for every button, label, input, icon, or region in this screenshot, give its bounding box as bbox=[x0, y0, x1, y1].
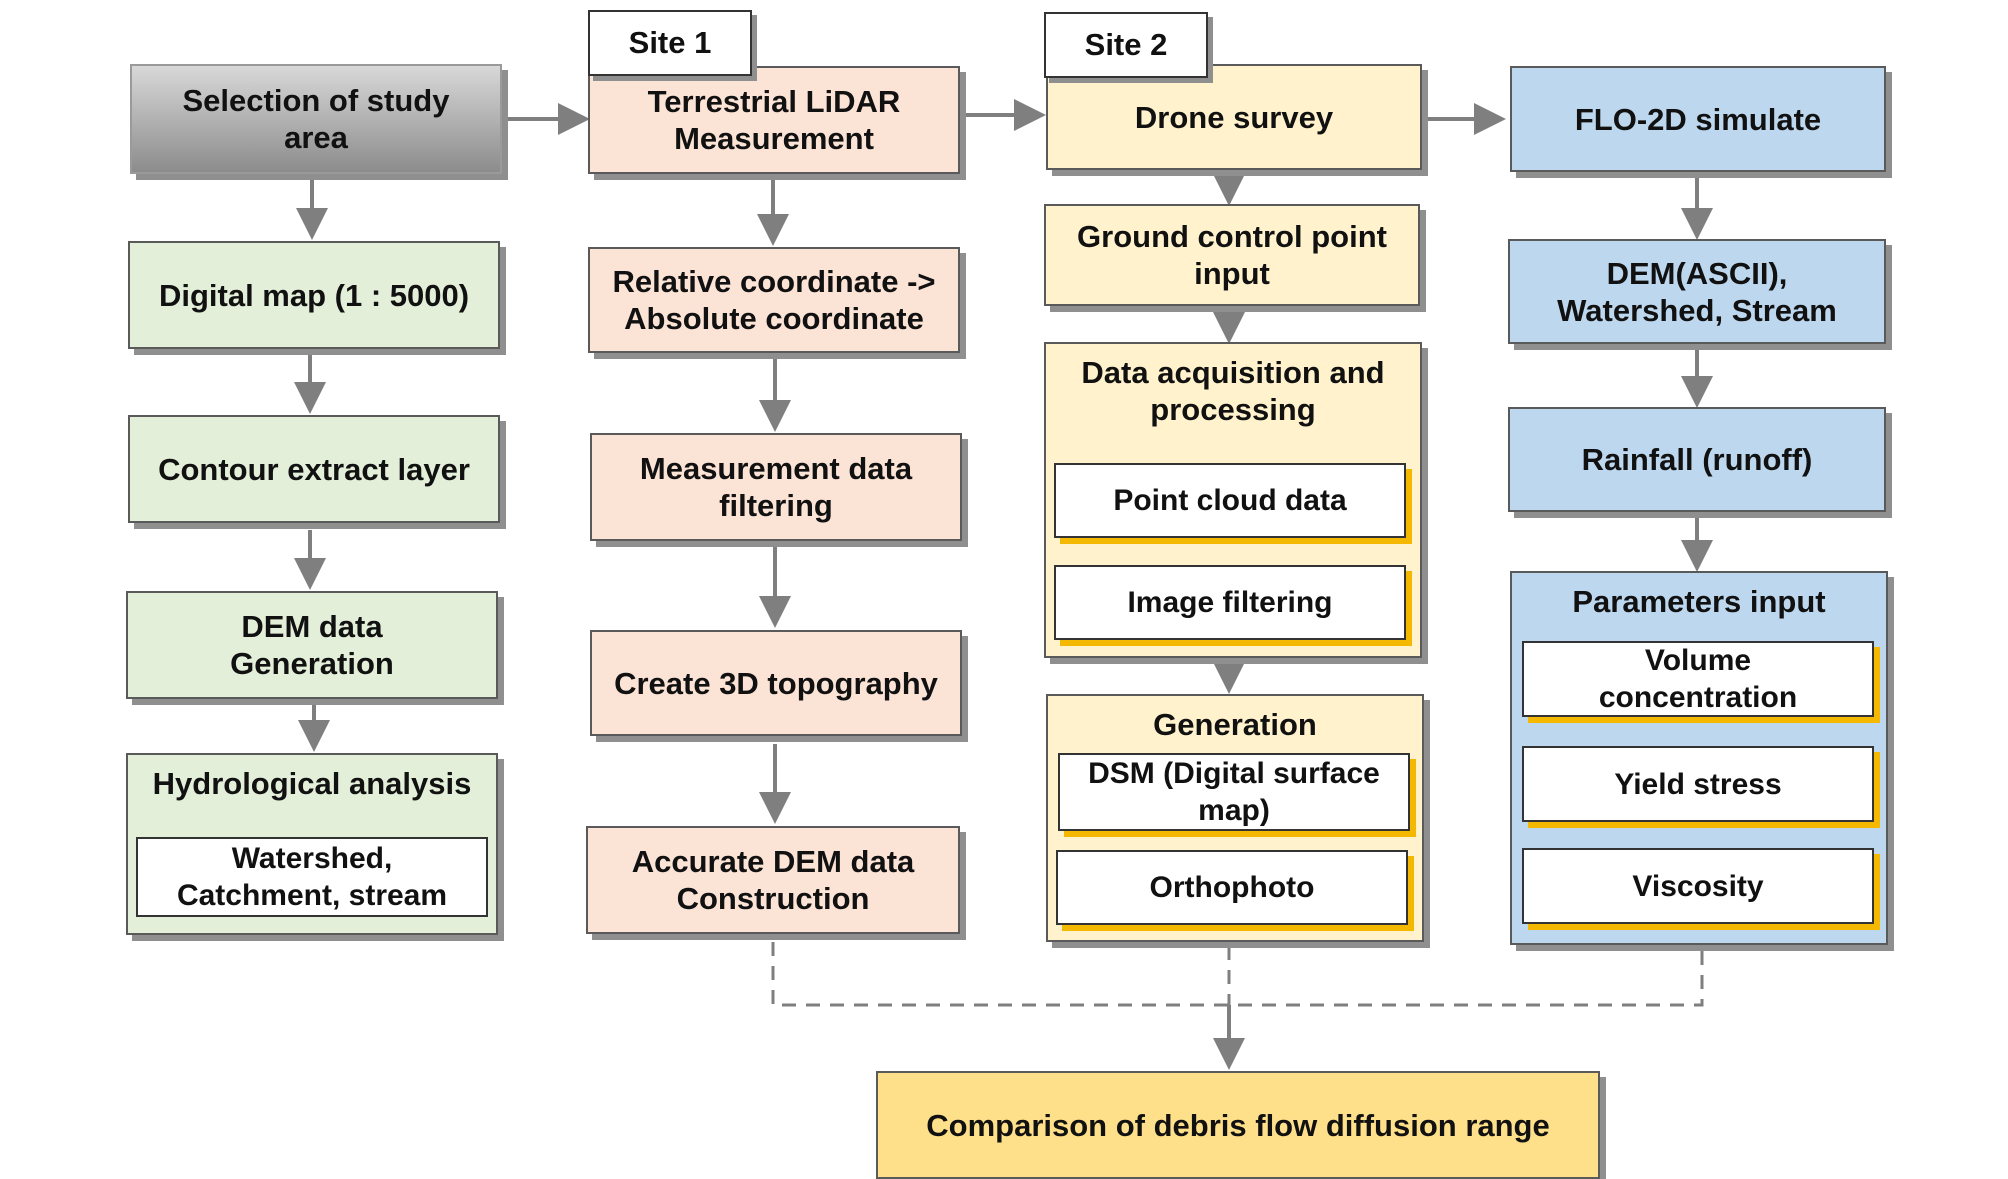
dashed-merge-line bbox=[771, 942, 1704, 1007]
point-cloud-data-box: Point cloud data bbox=[1054, 463, 1406, 538]
drone-survey-box: Drone survey bbox=[1046, 64, 1422, 170]
yield-stress-label: Yield stress bbox=[1614, 767, 1782, 801]
rainfall-runoff-box: Rainfall (runoff) bbox=[1508, 407, 1886, 512]
flo-2d-simulate-label: FLO-2D simulate bbox=[1574, 101, 1822, 137]
terrestrial-lidar-label: Terrestrial LiDAR Measurement bbox=[647, 84, 901, 156]
digital-map-box: Digital map (1 : 5000) bbox=[128, 241, 500, 349]
hydrological-analysis-label: Hydrological analysis bbox=[152, 766, 472, 801]
dem-ascii-label: DEM(ASCII), Watershed, Stream bbox=[1557, 255, 1837, 328]
terrestrial-lidar-box: Terrestrial LiDAR Measurement bbox=[588, 66, 960, 174]
image-filtering-label: Image filtering bbox=[1127, 586, 1333, 619]
orthophoto-label: Orthophoto bbox=[1149, 871, 1315, 904]
create-3d-topography-box: Create 3D topography bbox=[590, 630, 962, 736]
yield-stress-box: Yield stress bbox=[1522, 746, 1874, 822]
site-1-tag: Site 1 bbox=[588, 10, 752, 76]
flo-2d-simulate-box: FLO-2D simulate bbox=[1510, 66, 1886, 172]
dsm-box: DSM (Digital surface map) bbox=[1058, 753, 1410, 831]
accurate-dem-construction-label: Accurate DEM data Construction bbox=[631, 844, 915, 916]
coordinate-conversion-label: Relative coordinate -> Absolute coordina… bbox=[612, 264, 936, 336]
dsm-label: DSM (Digital surface map) bbox=[1088, 757, 1380, 827]
site-1-label: Site 1 bbox=[628, 25, 712, 60]
ground-control-point-label: Ground control point input bbox=[1077, 219, 1387, 291]
volume-concentration-box: Volume concentration bbox=[1522, 641, 1874, 717]
site-2-tag: Site 2 bbox=[1044, 12, 1208, 78]
digital-map-label: Digital map (1 : 5000) bbox=[158, 277, 470, 313]
selection-of-study-area-label: Selection of study area bbox=[182, 83, 450, 155]
generation-label: Generation bbox=[1153, 707, 1317, 742]
comparison-label: Comparison of debris flow diffusion rang… bbox=[926, 1107, 1550, 1143]
image-filtering-box: Image filtering bbox=[1054, 565, 1406, 640]
drone-survey-label: Drone survey bbox=[1134, 99, 1334, 135]
contour-extract-box: Contour extract layer bbox=[128, 415, 500, 523]
ground-control-point-box: Ground control point input bbox=[1044, 204, 1420, 306]
viscosity-label: Viscosity bbox=[1632, 869, 1764, 903]
volume-concentration-label: Volume concentration bbox=[1598, 644, 1798, 714]
rainfall-runoff-label: Rainfall (runoff) bbox=[1581, 442, 1813, 477]
accurate-dem-construction-box: Accurate DEM data Construction bbox=[586, 826, 960, 934]
measurement-filtering-label: Measurement data filtering bbox=[639, 451, 913, 523]
dem-ascii-box: DEM(ASCII), Watershed, Stream bbox=[1508, 239, 1886, 344]
viscosity-box: Viscosity bbox=[1522, 848, 1874, 924]
coordinate-conversion-box: Relative coordinate -> Absolute coordina… bbox=[588, 247, 960, 353]
comparison-box: Comparison of debris flow diffusion rang… bbox=[876, 1071, 1600, 1179]
create-3d-topography-label: Create 3D topography bbox=[614, 665, 938, 701]
measurement-filtering-box: Measurement data filtering bbox=[590, 433, 962, 541]
dem-data-generation-label: DEM data Generation bbox=[230, 609, 394, 681]
point-cloud-data-label: Point cloud data bbox=[1113, 484, 1347, 517]
watershed-catchment-stream-box: Watershed, Catchment, stream bbox=[136, 837, 488, 917]
watershed-catchment-stream-label: Watershed, Catchment, stream bbox=[176, 842, 448, 912]
contour-extract-label: Contour extract layer bbox=[158, 451, 470, 487]
parameters-input-label: Parameters input bbox=[1572, 584, 1826, 619]
dem-data-generation-box: DEM data Generation bbox=[126, 591, 498, 699]
orthophoto-box: Orthophoto bbox=[1056, 850, 1408, 925]
selection-of-study-area-box: Selection of study area bbox=[130, 64, 502, 174]
site-2-label: Site 2 bbox=[1084, 27, 1168, 62]
data-acquisition-label: Data acquisition and processing bbox=[1081, 355, 1385, 427]
